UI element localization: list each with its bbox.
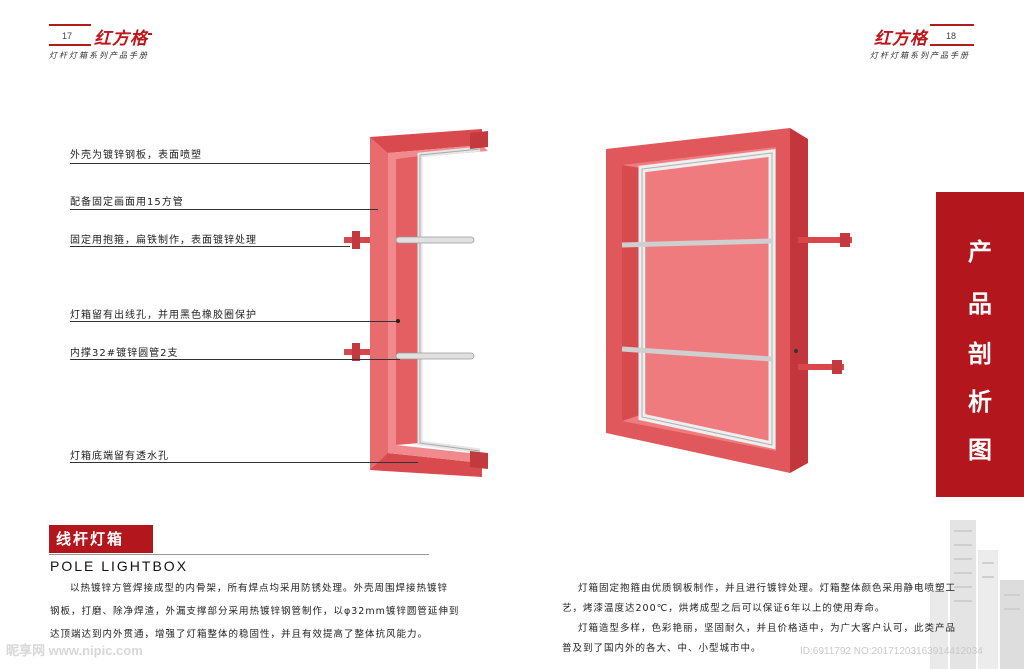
leader-line-drain-hole bbox=[70, 462, 418, 463]
section-tag-background bbox=[49, 525, 153, 553]
section-tag-rule bbox=[49, 554, 429, 555]
annotation-drain-hole: 灯箱底端留有透水孔 bbox=[70, 451, 169, 462]
annotation-hoop-clamp: 固定用抱箍，扁铁制作，表面镀锌处理 bbox=[70, 235, 257, 246]
leader-line-hoop-clamp bbox=[70, 246, 350, 247]
left-paragraph-line-1: 以热镀锌方管焊接成型的内骨架，所有焊点均采用防锈处理。外壳周围焊接热镀锌 bbox=[70, 583, 449, 594]
banner-char-2: 品 bbox=[968, 290, 992, 318]
page-number-right: 18 bbox=[946, 31, 957, 41]
header-left-rule bbox=[49, 24, 91, 26]
watermark-site: 昵享网 www.nipic.com bbox=[6, 643, 143, 658]
cable-hole-marker bbox=[396, 319, 400, 323]
banner-char-4: 析 bbox=[968, 388, 992, 416]
catalog-subtitle-left: 灯杆灯箱系列产品手册 bbox=[49, 51, 149, 60]
watermark-id: ID:6911792 NO:20171203163914412034 bbox=[800, 646, 983, 657]
brand-logo-right: 红方格 bbox=[874, 29, 928, 49]
brand-logo-left: 红方格 bbox=[94, 29, 148, 49]
leader-line-square-tube bbox=[70, 209, 378, 210]
city-skyline-illustration bbox=[930, 520, 1024, 669]
header-right-rule-2 bbox=[930, 44, 974, 46]
lightbox-assembled-illustration bbox=[606, 128, 852, 473]
banner-char-3: 剖 bbox=[968, 340, 992, 368]
banner-char-5: 图 bbox=[968, 436, 992, 464]
right-paragraph-line-2: 艺，烤漆温度达200℃，烘烤成型之后可以保证6年以上的使用寿命。 bbox=[562, 603, 886, 614]
catalog-subtitle-right: 灯杆灯箱系列产品手册 bbox=[870, 51, 970, 60]
right-paragraph-line-4: 普及到了国内外的各大、中、小型城市中。 bbox=[562, 643, 762, 654]
annotation-square-tube: 配备固定画面用15方管 bbox=[70, 197, 184, 208]
leader-line-cable-hole bbox=[70, 321, 396, 322]
header-right-rule bbox=[930, 24, 974, 26]
header-left-rule-3 bbox=[148, 33, 152, 35]
left-paragraph-line-2: 钢板，打磨、除净焊渣，外漏支撑部分采用热镀锌钢管制作，以φ32mm镀锌圆管延伸到 bbox=[50, 606, 460, 617]
annotation-round-tube: 内撑32#镀锌圆管2支 bbox=[70, 348, 179, 359]
section-tag-title: 线杆灯箱 bbox=[56, 530, 125, 548]
section-english-title: POLE LIGHTBOX bbox=[50, 558, 189, 574]
annotation-shell: 外壳为镀锌钢板，表面喷塑 bbox=[70, 150, 202, 161]
right-paragraph-line-1: 灯箱固定抱箍由优质钢板制作，并且进行镀锌处理。灯箱整体颜色采用静电喷塑工 bbox=[578, 583, 957, 594]
annotation-cable-hole: 灯箱留有出线孔，并用黑色橡胶圈保护 bbox=[70, 310, 257, 321]
left-paragraph-line-3: 达顶端达到内外贯通，增强了灯箱整体的稳固性，并且有效提高了整体抗风能力。 bbox=[50, 629, 429, 640]
header-left-rule-2 bbox=[49, 44, 91, 46]
banner-char-1: 产 bbox=[968, 238, 992, 266]
right-paragraph-line-3: 灯箱造型多样，色彩艳丽，坚固耐久，并且价格适中，为广大客户认可，此类产品 bbox=[578, 623, 957, 634]
leader-line-shell bbox=[70, 163, 370, 164]
leader-line-round-tube bbox=[70, 359, 400, 360]
page-number-left: 17 bbox=[62, 31, 73, 41]
product-analysis-banner: 产 品 剖 析 图 bbox=[936, 192, 1024, 497]
lightbox-cutaway-illustration bbox=[344, 129, 488, 477]
